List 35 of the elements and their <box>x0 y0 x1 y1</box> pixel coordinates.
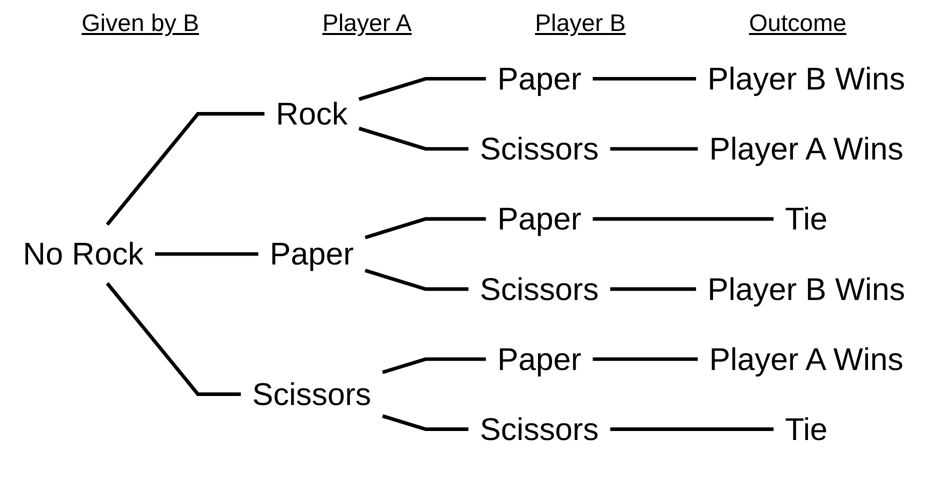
connector <box>358 76 486 100</box>
node-text: Tie <box>785 410 828 447</box>
node-text: Paper <box>497 340 582 377</box>
connector <box>106 282 241 396</box>
connector <box>592 356 698 360</box>
connector <box>364 268 468 290</box>
connector <box>382 356 486 374</box>
node-text: Player A Wins <box>709 130 904 166</box>
connector <box>610 146 698 150</box>
column-heading: Player A <box>322 10 412 36</box>
node-text: Player B Wins <box>707 60 906 96</box>
node-text: Scissors <box>252 376 372 412</box>
node-text: Player B Wins <box>707 270 906 306</box>
node-text: Paper <box>270 236 354 272</box>
node-text: No Rock <box>22 236 144 272</box>
connector <box>610 286 696 290</box>
node-text: Paper <box>497 200 582 236</box>
node-text: Player A Wins <box>709 340 904 377</box>
connector <box>592 216 774 220</box>
connector <box>358 126 468 150</box>
node-text: Scissors <box>480 270 599 306</box>
node-text: Scissors <box>480 410 599 447</box>
column-heading: Player B <box>534 10 626 36</box>
node-text: Scissors <box>480 130 599 166</box>
connector <box>364 216 486 239</box>
connector <box>106 112 264 226</box>
connector <box>592 76 696 80</box>
column-heading: Given by B <box>82 10 200 36</box>
connector <box>610 426 774 430</box>
column-heading: Outcome <box>748 10 846 36</box>
node-text: Paper <box>497 60 582 96</box>
connector <box>155 252 258 256</box>
node-text: Rock <box>276 95 348 132</box>
node-text: Tie <box>785 200 828 236</box>
connector <box>382 414 468 430</box>
